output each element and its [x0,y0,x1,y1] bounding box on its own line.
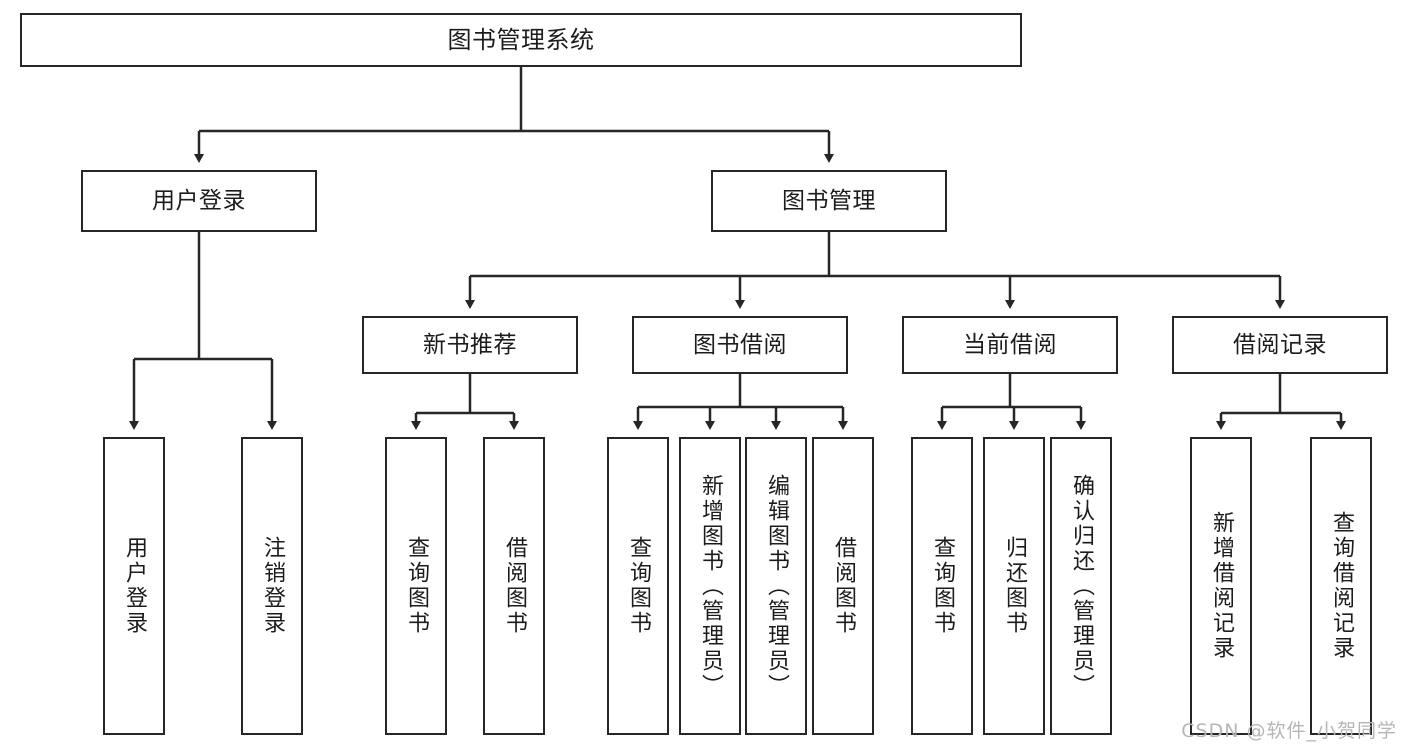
node-label: 新增借阅记录 [1208,511,1234,661]
node-label: 新增图书（管理员） [697,473,723,699]
node-current-borrow[interactable]: 当前借阅 [902,316,1118,374]
node-label: 编辑图书（管理员） [763,473,789,699]
node-label: 用户登录 [121,536,147,636]
leaf-current-query-book[interactable]: 查询图书 [911,437,973,735]
leaf-borrow-query-book[interactable]: 查询图书 [607,437,669,735]
leaf-borrow-add-book-admin[interactable]: 新增图书（管理员） [679,437,741,735]
node-book-borrow[interactable]: 图书借阅 [632,316,848,374]
node-label: 图书借阅 [693,331,787,358]
node-label: 确认归还（管理员） [1068,473,1094,699]
node-book-management-module[interactable]: 图书管理 [711,170,947,232]
leaf-borrow-edit-book-admin[interactable]: 编辑图书（管理员） [745,437,807,735]
leaf-borrow-borrow-book[interactable]: 借阅图书 [812,437,874,735]
node-root[interactable]: 图书管理系统 [20,13,1022,67]
node-label: 图书管理 [782,187,876,214]
node-label: 注销登录 [259,536,285,636]
node-label: 借阅记录 [1233,331,1327,358]
node-label: 借阅图书 [501,536,527,636]
node-label: 用户登录 [152,187,246,214]
leaf-user-login[interactable]: 用户登录 [103,437,165,735]
node-label: 归还图书 [1001,536,1027,636]
node-new-book-recommend[interactable]: 新书推荐 [362,316,578,374]
leaf-newbook-borrow-book[interactable]: 借阅图书 [483,437,545,735]
node-borrow-record[interactable]: 借阅记录 [1172,316,1388,374]
leaf-user-logout[interactable]: 注销登录 [241,437,303,735]
node-label: 新书推荐 [423,331,517,358]
leaf-current-return-book[interactable]: 归还图书 [983,437,1045,735]
node-label: 借阅图书 [830,536,856,636]
leaf-current-confirm-return-admin[interactable]: 确认归还（管理员） [1050,437,1112,735]
watermark: CSDN @软件_小贺同学 [1181,720,1397,742]
leaf-record-add-record[interactable]: 新增借阅记录 [1190,437,1252,735]
node-label: 查询借阅记录 [1328,511,1354,661]
node-label: 查询图书 [625,536,651,636]
node-label: 查询图书 [403,536,429,636]
leaf-record-query-record[interactable]: 查询借阅记录 [1310,437,1372,735]
node-label: 图书管理系统 [447,26,595,54]
leaf-newbook-query-book[interactable]: 查询图书 [385,437,447,735]
node-label: 当前借阅 [963,331,1057,358]
node-user-login-module[interactable]: 用户登录 [81,170,317,232]
node-label: 查询图书 [929,536,955,636]
